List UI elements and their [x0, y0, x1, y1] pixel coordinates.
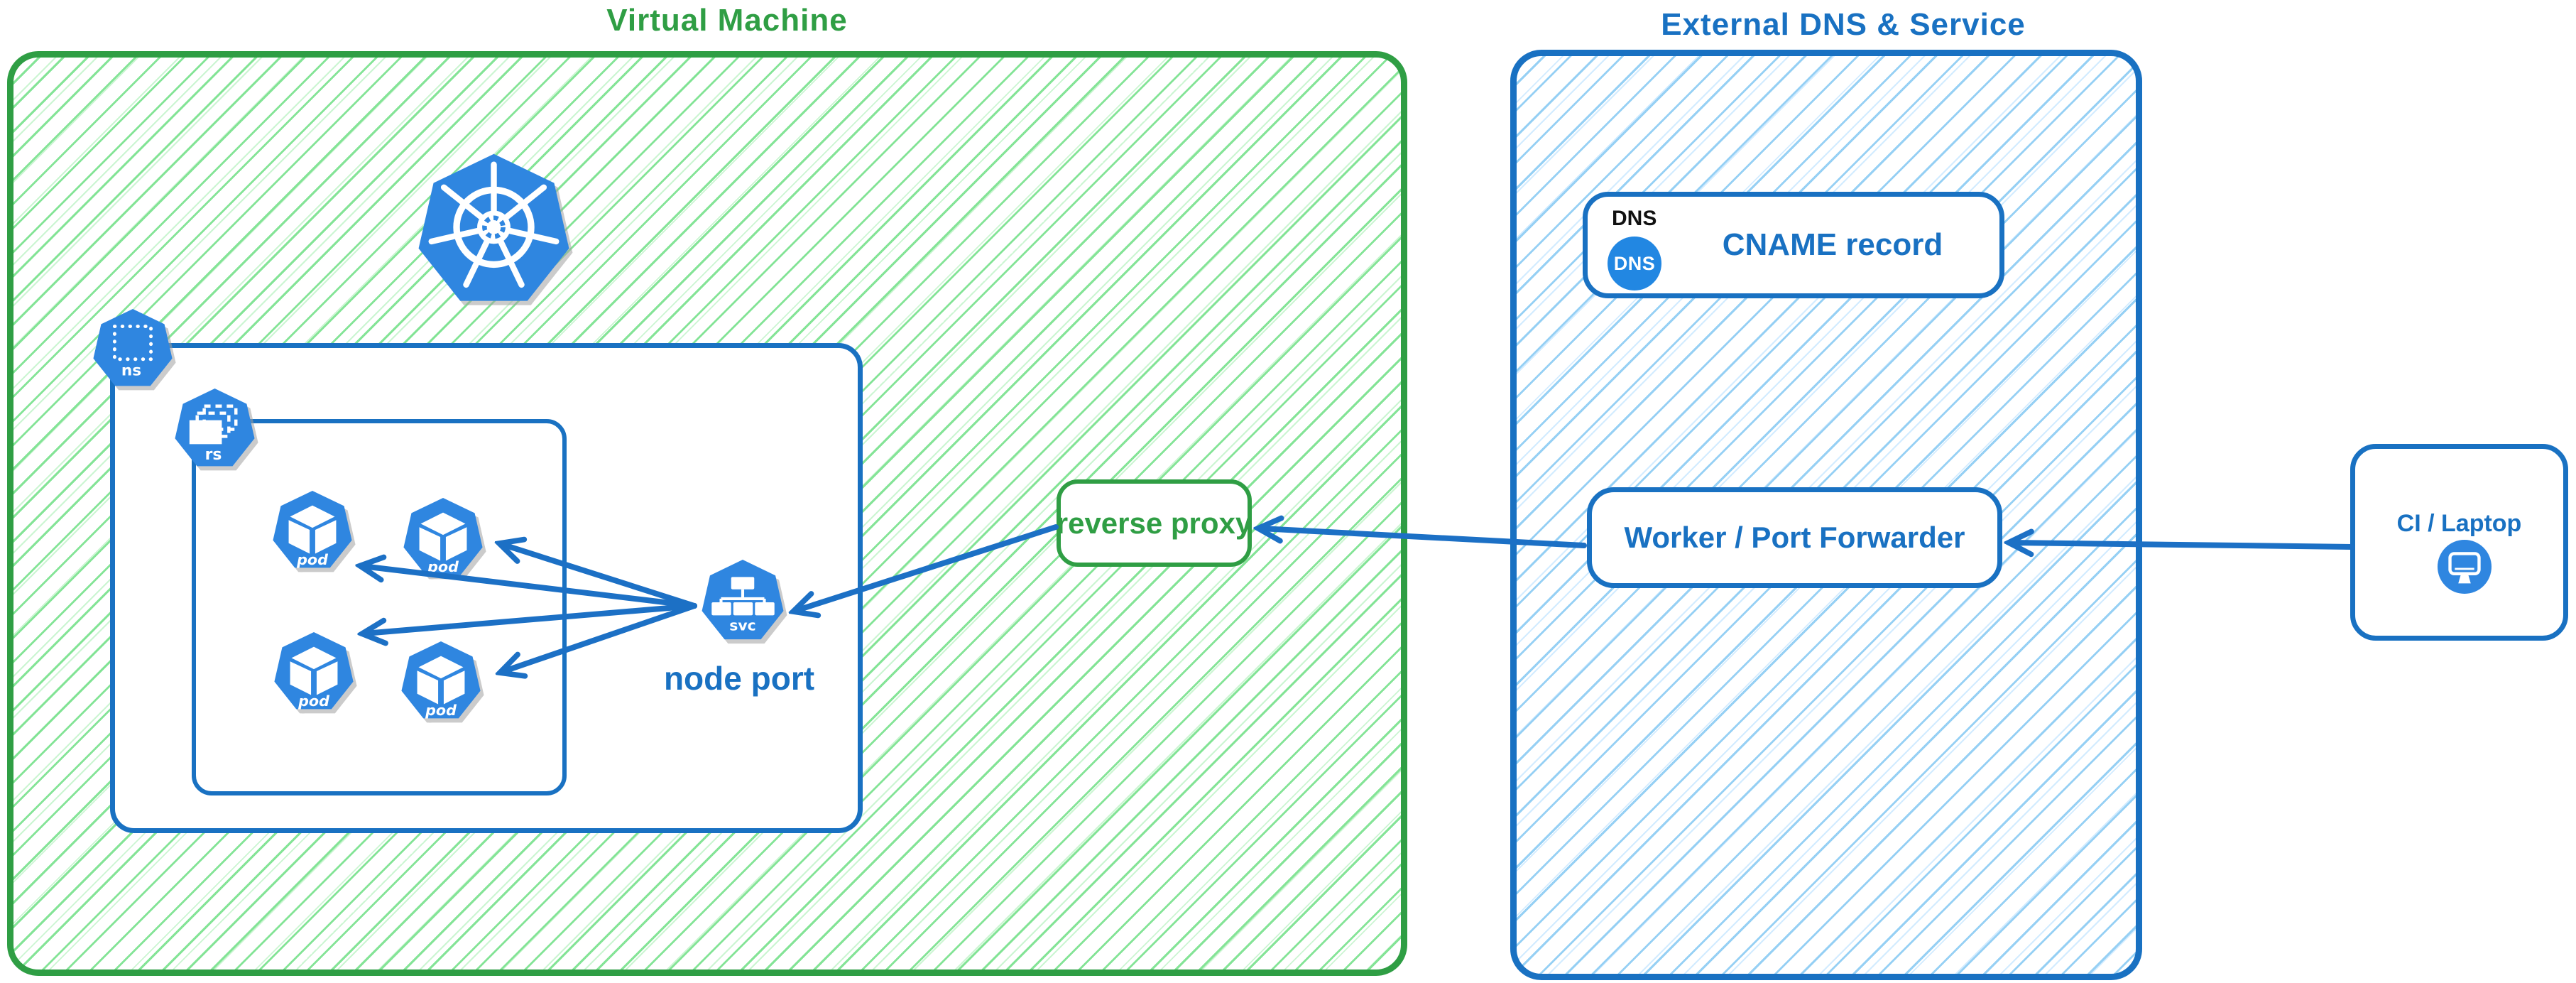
replicaset-icon: rs [175, 388, 255, 467]
reverse-proxy-node: reverse proxy [1057, 479, 1252, 567]
cname-record-label: CNAME record [1722, 227, 1943, 262]
svg-text:pod: pod [425, 702, 457, 719]
node-port-caption: node port [663, 660, 815, 697]
svg-text:pod: pod [296, 551, 328, 568]
svg-text:pod: pod [298, 693, 329, 710]
pod-icon: pod [401, 641, 481, 719]
reverse-proxy-label: reverse proxy [1056, 506, 1252, 540]
pod-icon: pod [274, 631, 354, 710]
svg-text:svc: svc [729, 617, 755, 634]
dns-badge-icon: DNS [1608, 237, 1661, 290]
namespace-icon: ns [93, 308, 173, 386]
replicaset-box [192, 419, 567, 795]
ci-laptop-label: CI / Laptop [2396, 510, 2522, 537]
monitor-icon [2437, 539, 2492, 594]
pod-icon: pod [273, 490, 352, 568]
kubernetes-helm-icon [418, 153, 569, 301]
svg-text:pod: pod [427, 558, 459, 575]
ci-laptop-node: CI / Laptop [2350, 444, 2568, 641]
pod-icon: pod [403, 497, 483, 575]
cname-record-node: DNS DNS CNAME record [1583, 192, 2004, 298]
worker-port-forwarder-node: Worker / Port Forwarder [1587, 487, 2002, 588]
worker-port-forwarder-label: Worker / Port Forwarder [1624, 521, 1965, 554]
virtual-machine-title: Virtual Machine [606, 3, 848, 38]
svg-text:ns: ns [121, 362, 141, 379]
service-icon: svc [702, 560, 784, 640]
external-dns-service-title: External DNS & Service [1661, 7, 2026, 42]
dns-tag: DNS [1612, 207, 1657, 230]
svg-text:rs: rs [205, 446, 222, 464]
